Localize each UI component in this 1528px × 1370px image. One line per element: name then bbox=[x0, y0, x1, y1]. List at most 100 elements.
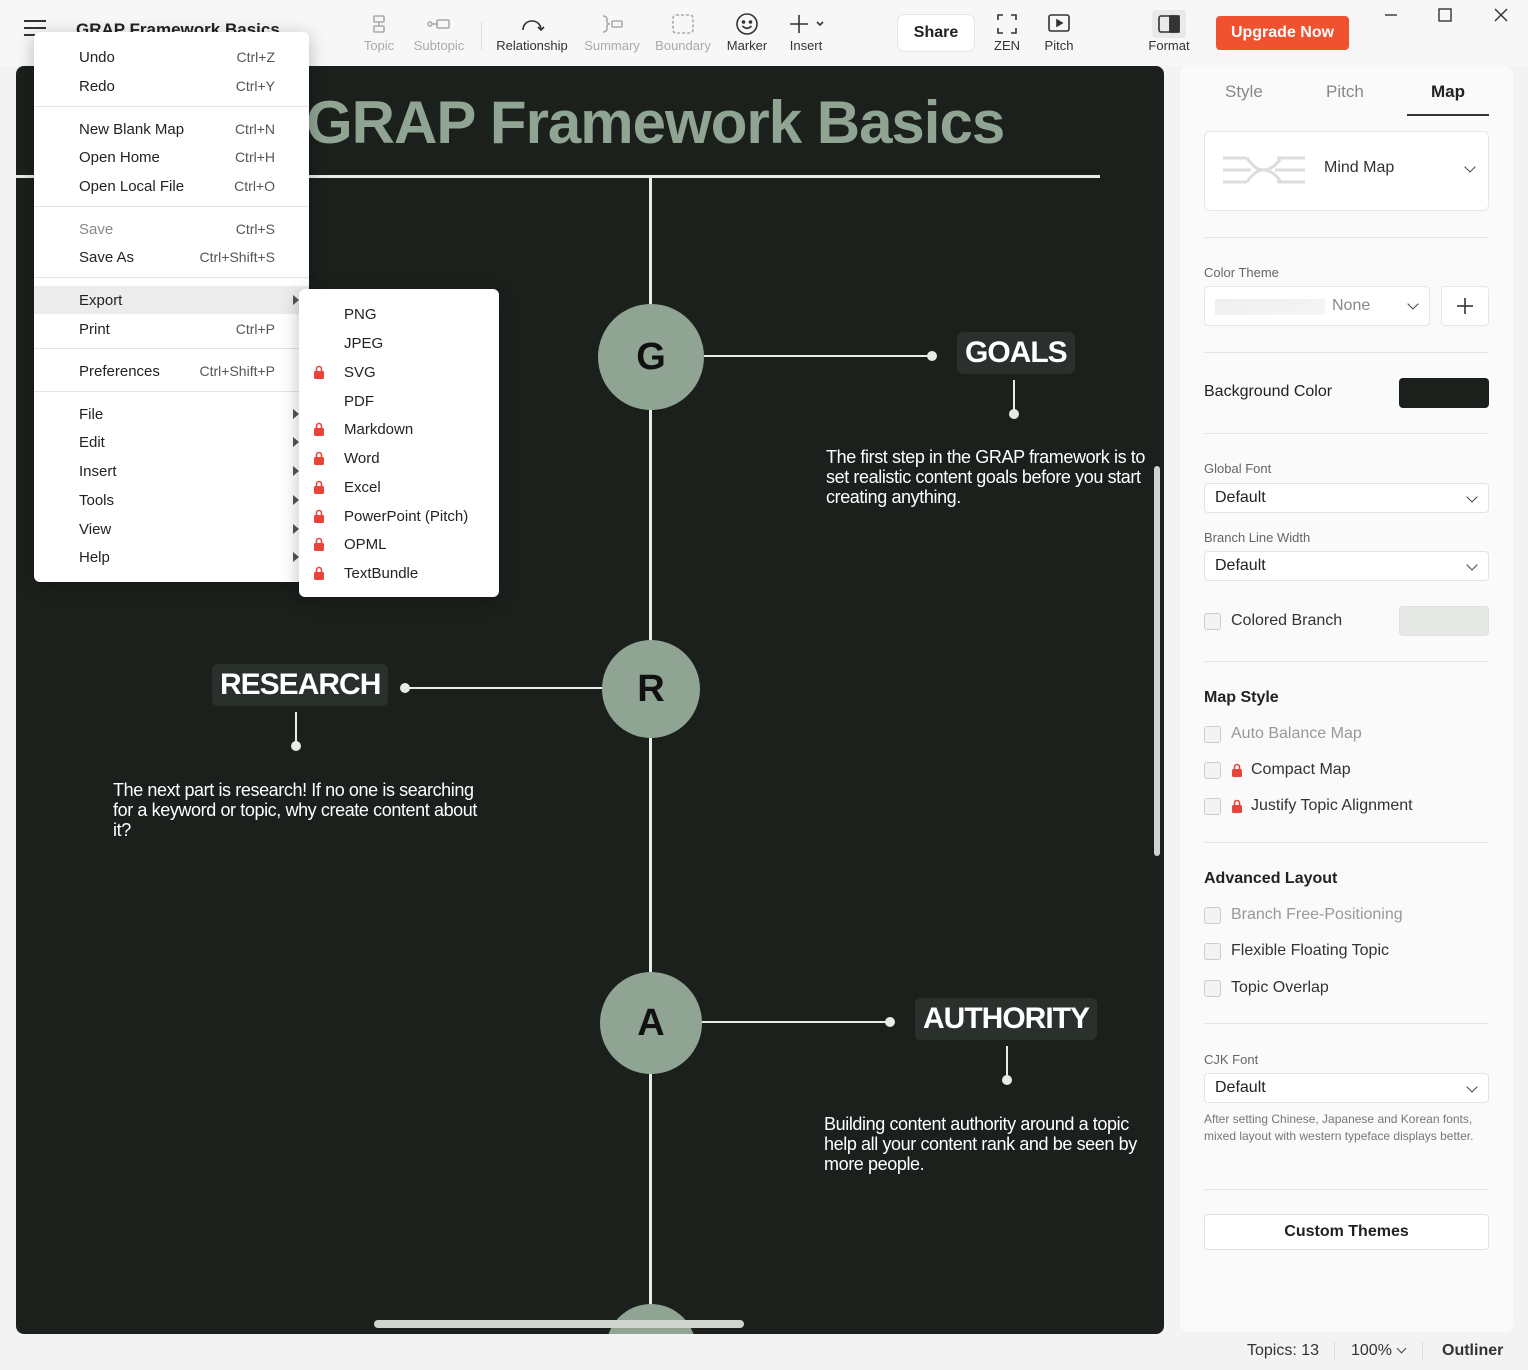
export-pdf[interactable]: PDF bbox=[299, 387, 499, 415]
note-goals[interactable]: The first step in the GRAP framework is … bbox=[826, 447, 1145, 507]
layout-selector[interactable]: Mind Map bbox=[1204, 131, 1489, 211]
branch-line-width-dropdown[interactable]: Default bbox=[1204, 551, 1489, 581]
outliner-button[interactable]: Outliner bbox=[1442, 1342, 1504, 1359]
chevron-down-icon bbox=[1466, 559, 1478, 571]
colored-branch-swatch[interactable] bbox=[1399, 606, 1489, 636]
maximize-icon[interactable] bbox=[1434, 4, 1456, 26]
summary-button[interactable]: Summary bbox=[581, 10, 643, 53]
marker-button[interactable]: Marker bbox=[724, 10, 770, 53]
share-button[interactable]: Share bbox=[898, 15, 974, 51]
boundary-label: Boundary bbox=[655, 38, 711, 53]
export-powerpoint[interactable]: PowerPoint (Pitch) bbox=[299, 502, 499, 530]
custom-themes-button[interactable]: Custom Themes bbox=[1204, 1214, 1489, 1250]
export-word[interactable]: Word bbox=[299, 444, 499, 472]
colored-branch-row[interactable]: Colored Branch bbox=[1204, 610, 1342, 632]
flexible-floating-row[interactable]: Flexible Floating Topic bbox=[1204, 940, 1389, 962]
branch-end-dot bbox=[927, 351, 937, 361]
tab-pitch[interactable]: Pitch bbox=[1326, 82, 1364, 101]
note-research[interactable]: The next part is research! If no one is … bbox=[113, 780, 478, 840]
branch-line-width-value: Default bbox=[1215, 557, 1266, 574]
lock-icon bbox=[314, 537, 324, 551]
pitch-button[interactable]: Pitch bbox=[1040, 10, 1078, 53]
justify-topic-row[interactable]: Justify Topic Alignment bbox=[1204, 795, 1413, 817]
zoom-value: 100% bbox=[1351, 1342, 1392, 1359]
export-submenu: PNG JPEG SVG PDF Markdown Word Excel Pow… bbox=[299, 289, 499, 597]
map-title[interactable]: GRAP Framework Basics bbox=[306, 89, 1005, 156]
tab-map[interactable]: Map bbox=[1431, 82, 1465, 101]
export-item-label: PowerPoint (Pitch) bbox=[344, 507, 469, 525]
topic-button[interactable]: Topic bbox=[358, 10, 400, 53]
node-circle-partial[interactable] bbox=[606, 1304, 696, 1334]
compact-map-checkbox[interactable] bbox=[1204, 761, 1221, 779]
minimize-icon[interactable] bbox=[1380, 4, 1402, 26]
global-font-dropdown[interactable]: Default bbox=[1204, 483, 1489, 513]
upgrade-now-button[interactable]: Upgrade Now bbox=[1216, 16, 1349, 50]
toolbar-divider bbox=[481, 22, 482, 50]
export-svg[interactable]: SVG bbox=[299, 358, 499, 386]
close-icon[interactable] bbox=[1490, 4, 1512, 26]
colored-branch-checkbox[interactable] bbox=[1204, 612, 1221, 630]
theme-swatch bbox=[1215, 299, 1325, 315]
export-markdown[interactable]: Markdown bbox=[299, 415, 499, 443]
auto-balance-checkbox[interactable] bbox=[1204, 725, 1221, 743]
menu-item-help[interactable]: Help bbox=[34, 543, 309, 571]
topic-authority[interactable]: AUTHORITY bbox=[915, 998, 1097, 1040]
vertical-scrollbar[interactable] bbox=[1154, 466, 1160, 856]
color-theme-dropdown[interactable]: None bbox=[1204, 286, 1430, 326]
insert-button[interactable]: Insert bbox=[782, 10, 830, 53]
topic-research[interactable]: RESEARCH bbox=[212, 664, 389, 706]
background-color-swatch[interactable] bbox=[1399, 378, 1489, 408]
export-png[interactable]: PNG bbox=[299, 300, 499, 328]
tab-style[interactable]: Style bbox=[1225, 82, 1263, 101]
topic-goals[interactable]: GOALS bbox=[957, 332, 1075, 374]
menu-item-export[interactable]: Export bbox=[34, 286, 309, 314]
export-textbundle[interactable]: TextBundle bbox=[299, 559, 499, 587]
compact-map-row[interactable]: Compact Map bbox=[1204, 759, 1351, 781]
main-spine-line bbox=[649, 178, 652, 1334]
export-opml[interactable]: OPML bbox=[299, 530, 499, 558]
add-theme-button[interactable] bbox=[1441, 286, 1489, 326]
boundary-button[interactable]: Boundary bbox=[651, 10, 715, 53]
node-circle-a[interactable]: A bbox=[600, 972, 702, 1074]
format-button[interactable]: Format bbox=[1142, 10, 1196, 53]
branch-free-checkbox[interactable] bbox=[1204, 906, 1221, 924]
status-divider bbox=[1334, 1342, 1335, 1360]
topic-overlap-checkbox[interactable] bbox=[1204, 979, 1221, 997]
menu-item-label: Open Home bbox=[79, 148, 160, 166]
menu-item-label: File bbox=[79, 405, 104, 423]
menu-item-tools[interactable]: Tools bbox=[34, 486, 309, 514]
zen-button[interactable]: ZEN bbox=[988, 10, 1026, 53]
horizontal-scrollbar[interactable] bbox=[374, 1320, 744, 1328]
zoom-level[interactable]: 100% bbox=[1351, 1342, 1407, 1360]
menu-item-edit[interactable]: Edit bbox=[34, 428, 309, 456]
export-excel[interactable]: Excel bbox=[299, 473, 499, 501]
note-connector-dot bbox=[291, 741, 301, 751]
lock-icon bbox=[314, 509, 324, 523]
menu-item-file[interactable]: File bbox=[34, 400, 309, 428]
menu-shortcut: Ctrl+P bbox=[235, 321, 275, 337]
menu-item-view[interactable]: View bbox=[34, 515, 309, 543]
chevron-down-icon bbox=[1396, 1343, 1407, 1354]
node-circle-r[interactable]: R bbox=[602, 640, 700, 738]
note-authority[interactable]: Building content authority around a topi… bbox=[824, 1114, 1137, 1174]
menu-item-insert[interactable]: Insert bbox=[34, 457, 309, 485]
justify-topic-checkbox[interactable] bbox=[1204, 797, 1221, 815]
relationship-button[interactable]: Relationship bbox=[492, 10, 572, 53]
auto-balance-row[interactable]: Auto Balance Map bbox=[1204, 723, 1362, 745]
export-jpeg[interactable]: JPEG bbox=[299, 329, 499, 357]
flexible-floating-checkbox[interactable] bbox=[1204, 942, 1221, 960]
node-circle-g[interactable]: G bbox=[598, 304, 704, 410]
subtopic-button[interactable]: Subtopic bbox=[408, 10, 470, 53]
branch-free-row[interactable]: Branch Free-Positioning bbox=[1204, 904, 1403, 926]
topic-overlap-row[interactable]: Topic Overlap bbox=[1204, 977, 1329, 999]
cjk-font-dropdown[interactable]: Default bbox=[1204, 1073, 1489, 1103]
